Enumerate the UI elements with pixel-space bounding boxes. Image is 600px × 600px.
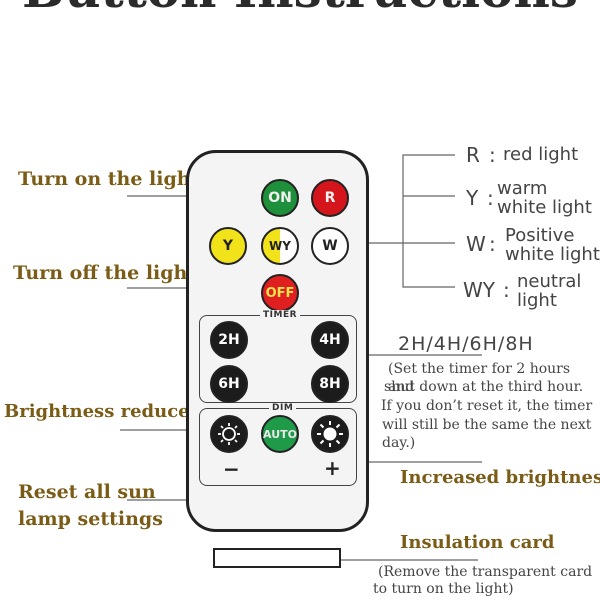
r-description: red light	[503, 144, 579, 165]
dim-label: DIM	[269, 403, 297, 413]
brightness-up-button[interactable]	[311, 415, 349, 453]
insulation-note-line2: to turn on the light)	[373, 581, 514, 597]
wy-description-line1: neutral	[517, 271, 582, 292]
timer-8h-button[interactable]: 8H	[311, 365, 349, 403]
sun-small-icon	[218, 423, 240, 445]
r-key: R	[466, 143, 480, 167]
brightness-down-button[interactable]	[210, 415, 248, 453]
page-title: Button Instructions	[0, 0, 600, 19]
off-button[interactable]: OFF	[261, 274, 299, 312]
remote-control: ON R Y WY W OFF TIMER 2H 4H 6H 8H DIM AU…	[186, 150, 369, 532]
insulation-note-line1: (Remove the transparent card	[378, 564, 593, 580]
wy-key: WY	[463, 278, 495, 302]
w-button[interactable]: W	[311, 227, 349, 265]
w-description-line2: white light	[505, 244, 600, 265]
timer-6h-button[interactable]: 6H	[210, 365, 248, 403]
insulation-card[interactable]	[213, 548, 341, 568]
label-reset-line2: lamp settings	[18, 508, 163, 530]
label-turn-off: Turn off the lights	[13, 262, 207, 284]
label-reset-line1: Reset all sun	[18, 481, 156, 503]
y-description-line1: warm	[497, 178, 548, 199]
timer-label: TIMER	[260, 310, 301, 320]
w-description-line1: Positive	[505, 225, 575, 246]
label-turn-on: Turn on the light	[18, 168, 200, 190]
r-button[interactable]: R	[311, 179, 349, 217]
y-button[interactable]: Y	[209, 227, 247, 265]
label-insulation-card: Insulation card	[400, 532, 555, 553]
auto-button[interactable]: AUTO	[261, 415, 299, 453]
minus-sign: −	[223, 457, 240, 481]
wy-separator: :	[503, 278, 510, 302]
w-separator: :	[489, 232, 496, 256]
timer-note-line2: shut down at the third hour.	[384, 379, 584, 395]
wy-button[interactable]: WY	[261, 227, 299, 265]
timer-note-line5: day.)	[382, 435, 416, 451]
on-button[interactable]: ON	[261, 179, 299, 217]
timer-4h-button[interactable]: 4H	[311, 321, 349, 359]
w-key: W	[466, 232, 486, 256]
r-separator: :	[489, 143, 496, 167]
y-separator: :	[487, 186, 494, 210]
y-description-line2: white light	[497, 197, 592, 218]
timer-note-line1: (Set the timer for 2 hours and	[388, 361, 571, 395]
timer-note-line4: will still be the same the next	[382, 417, 592, 433]
label-increased-brightness: Increased brightness	[400, 467, 600, 488]
timer-heading: 2H/4H/6H/8H	[398, 333, 534, 355]
wy-description-line2: light	[517, 290, 557, 311]
label-brightness-reduced: Brightness reduced	[4, 401, 203, 422]
timer-2h-button[interactable]: 2H	[210, 321, 248, 359]
timer-note-line3: If you don’t reset it, the timer	[381, 398, 593, 414]
sun-large-icon	[317, 421, 343, 447]
plus-sign: +	[324, 456, 341, 480]
y-key: Y	[466, 186, 479, 210]
